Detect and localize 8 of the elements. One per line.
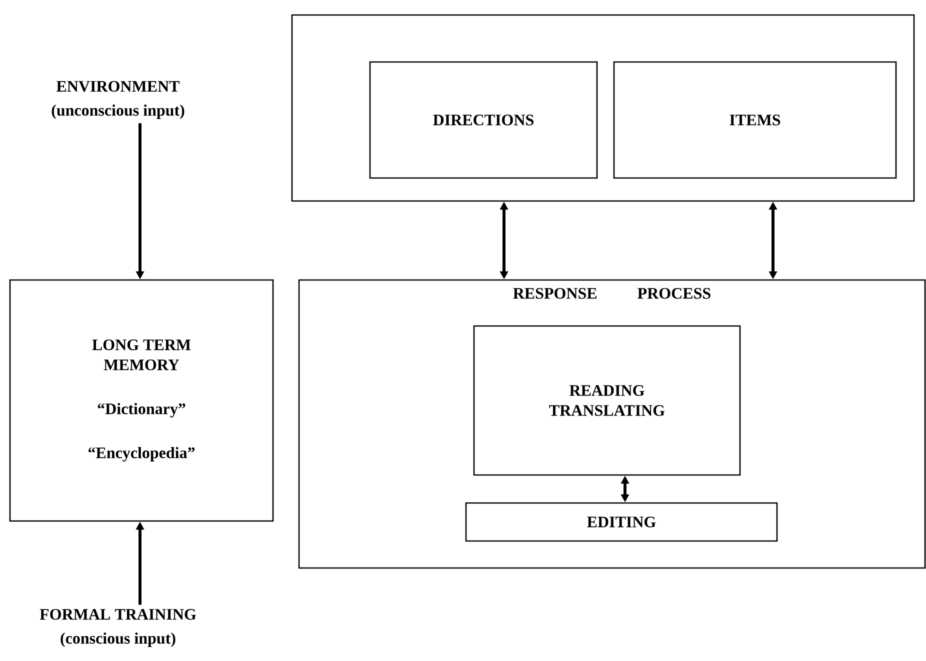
process-box: ITEMS	[613, 61, 897, 179]
container-box	[291, 14, 915, 202]
input-label: ENVIRONMENT (unconscious input)	[52, 81, 184, 119]
input-label: FORMAL TRAINING (conscious input)	[40, 609, 196, 647]
process-box: EDITING	[465, 502, 778, 542]
process-box: DIRECTIONS	[369, 61, 598, 179]
process-box: READING TRANSLATING	[473, 325, 741, 476]
process-box: LONG TERM MEMORY “Dictionary” “Encyclopedia”	[9, 279, 274, 522]
